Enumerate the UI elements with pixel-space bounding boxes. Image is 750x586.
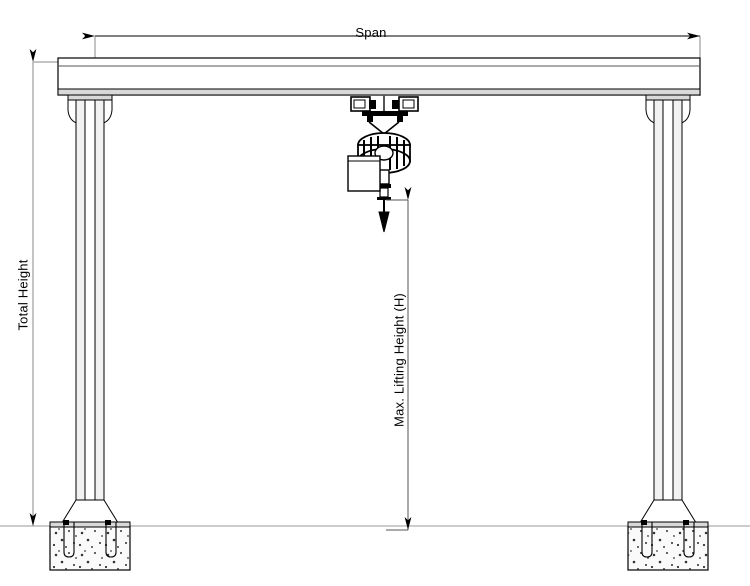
lifting-hook (378, 211, 390, 233)
total-height-dimension-label: Total Height (15, 259, 31, 331)
total-height-dimension (29, 49, 62, 527)
right-foundation-hatch (628, 526, 708, 570)
left-foundation-hatch (50, 526, 130, 570)
right-leg-member-outer (653, 99, 664, 527)
right-leg-member-inner (672, 99, 683, 527)
max-lifting-height-dimension (386, 187, 412, 531)
trolley-motor-right (392, 96, 419, 112)
control-pendant-box (347, 155, 381, 192)
left-anchor-bolt-1 (63, 522, 75, 558)
trolley-motor-left-face (353, 99, 366, 109)
left-anchor-nut-2 (105, 520, 111, 525)
left-leg-cap-plate (67, 94, 113, 101)
span-dimension-label: Span (355, 25, 387, 40)
right-support-leg (645, 94, 691, 527)
trolley-cross-beam (362, 111, 408, 116)
left-anchor-nut-1 (63, 520, 69, 525)
left-anchor-bolt-2 (105, 522, 117, 558)
right-anchor-bolt-2 (683, 522, 695, 558)
trolley-wheel-left (367, 116, 373, 122)
trolley-motor-left (350, 96, 376, 112)
right-anchor-bolt-1 (641, 522, 653, 558)
left-concrete-foundation (49, 499, 131, 571)
trolley-wheel-right (397, 116, 403, 122)
right-base-plate (627, 521, 709, 528)
chain-collar-1 (377, 184, 391, 188)
trolley-motor-left-gearbox (369, 100, 376, 109)
electric-hoist-body (357, 132, 411, 174)
trolley-motor-right-face (402, 99, 415, 109)
right-anchor-nut-1 (641, 520, 647, 525)
pendant-body (347, 155, 381, 192)
load-chain (377, 169, 391, 212)
left-leg-member-inner (94, 99, 105, 527)
max-lifting-height-dimension-label: Max. Lifting Height (H) (391, 293, 407, 427)
trolley-motor-right-gearbox (392, 100, 399, 109)
trolley-assembly (347, 95, 419, 233)
left-leg-member-outer (75, 99, 86, 527)
main-beam-girder (57, 57, 701, 96)
right-leg-cap-plate (645, 94, 691, 101)
right-concrete-foundation (627, 499, 709, 571)
left-base-plate (49, 521, 131, 528)
chain-collar-2 (377, 197, 391, 200)
left-support-leg (67, 94, 113, 527)
right-anchor-nut-2 (683, 520, 689, 525)
beam-bottom-rail (57, 88, 701, 96)
chain-link-1 (379, 187, 389, 198)
